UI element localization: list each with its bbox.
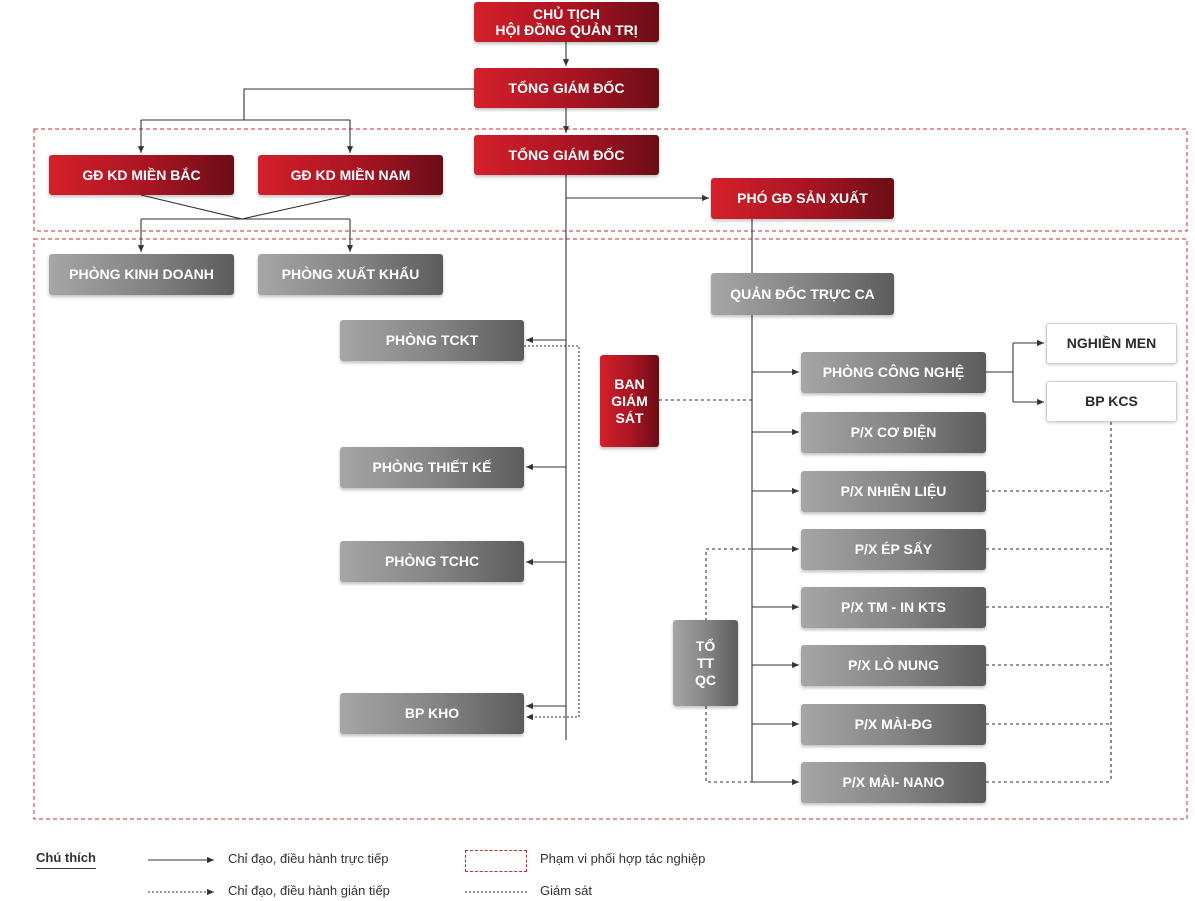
gd-kd-mien-nam-box: GĐ KD MIỀN NAM (258, 155, 443, 195)
pho-gd-san-xuat-box: PHÓ GĐ SẢN XUẤT (711, 178, 894, 219)
legend-title: Chú thích (36, 850, 96, 869)
ceo-top-box: TỔNG GIÁM ĐỐC (474, 68, 659, 108)
ceo-mid-box: TỔNG GIÁM ĐỐC (474, 135, 659, 175)
phong-tchc-box: PHÒNG TCHC (340, 541, 524, 582)
scope-region-operations (33, 238, 1188, 820)
px-mai-nano-box: P/X MÀI- NANO (801, 762, 986, 803)
supervision-qc-top (705, 548, 799, 620)
legend-scope-swatch (465, 850, 527, 872)
legend-supervision-label: Giám sát (540, 883, 593, 898)
px-tm-in-kts-box: P/X TM - IN KTS (801, 587, 986, 628)
to-tt-qc-box: TỔ TT QC (673, 620, 738, 706)
gd-kd-mien-bac-box: GĐ KD MIỀN BẮC (49, 155, 234, 195)
quan-doc-truc-ca-box: QUẢN ĐỐC TRỰC CA (711, 273, 894, 315)
scope-region-management (33, 128, 1188, 232)
chairman-box: CHỦ TỊCH HỘI ĐỒNG QUẢN TRỊ (474, 2, 659, 42)
phong-cong-nghe-box: PHÒNG CÔNG NGHỆ (801, 352, 986, 393)
px-mai-dg-box: P/X MÀI-ĐG (801, 704, 986, 745)
legend-indirect-label: Chỉ đạo, điều hành gián tiếp (228, 883, 390, 898)
phong-thiet-ke-box: PHÒNG THIẾT KẾ (340, 447, 524, 488)
nghien-men-box: NGHIỀN MEN (1046, 323, 1177, 364)
phong-xuat-khau-box: PHÒNG XUẤT KHẨU (258, 254, 443, 295)
px-nhien-lieu-box: P/X NHIÊN LIỆU (801, 471, 986, 512)
phong-tckt-box: PHÒNG TCKT (340, 320, 524, 361)
link-tckt-kho-indirect (524, 345, 580, 721)
supervision-qc-bottom (705, 706, 752, 783)
link-regional-merge (140, 194, 351, 220)
legend-direct-label: Chỉ đạo, điều hành trực tiếp (228, 851, 389, 866)
phong-kinh-doanh-box: PHÒNG KINH DOANH (49, 254, 234, 295)
bp-kho-box: BP KHO (340, 693, 524, 734)
legend-scope-label: Phạm vi phối hợp tác nghiệp (540, 851, 706, 866)
px-ep-say-box: P/X ÉP SẤY (801, 529, 986, 570)
link-ceo-top-branch (243, 88, 474, 120)
px-lo-nung-box: P/X LÒ NUNG (801, 645, 986, 686)
bp-kcs-box: BP KCS (1046, 381, 1177, 422)
ban-giam-sat-box: BAN GIÁM SÁT (600, 355, 659, 447)
px-co-dien-box: P/X CƠ ĐIỆN (801, 412, 986, 453)
